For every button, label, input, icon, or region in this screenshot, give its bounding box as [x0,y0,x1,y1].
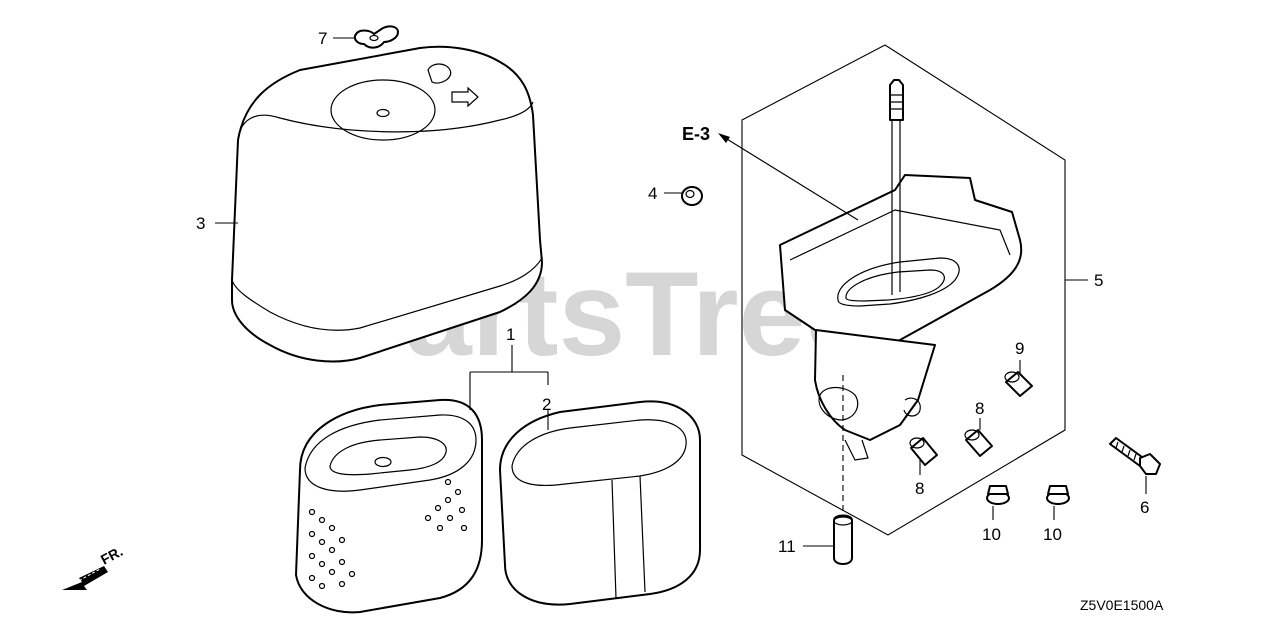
flange-bolt[interactable] [1109,437,1161,475]
wing-nut[interactable] [353,25,399,49]
flange-nut-10b[interactable] [1046,485,1070,505]
callout-1: 1 [506,325,515,344]
callout-1-bracket [469,345,549,430]
elbow-assembly-group-box [741,44,1066,536]
air-cleaner-cover[interactable] [231,45,543,363]
nut[interactable] [681,186,703,206]
air-cleaner-elbow[interactable] [779,174,1023,461]
outer-foam-element[interactable] [499,400,701,606]
collar-8a[interactable] [964,429,993,457]
leader-lines [215,37,1147,547]
callout-9: 9 [1015,339,1024,358]
callout-10b: 10 [1043,525,1062,544]
collar-8b[interactable] [909,437,938,466]
front-direction-arrow-icon [62,566,108,590]
reference-leader [718,133,859,221]
element-perforations [308,478,468,590]
callout-5: 5 [1094,271,1103,290]
callout-11: 11 [778,537,796,556]
callout-6: 6 [1140,498,1149,517]
callout-8a: 8 [975,399,984,418]
callout-8b: 8 [915,479,924,498]
drain-tube[interactable] [833,375,853,565]
callout-4: 4 [648,184,657,203]
diagram-code: Z5V0E1500A [1080,597,1164,613]
callout-2: 2 [542,395,551,414]
stud-rod[interactable] [889,79,904,295]
callout-3: 3 [196,214,205,233]
air-cleaner-element[interactable] [295,398,483,614]
reference-label[interactable]: E-3 [682,124,710,144]
callout-7: 7 [318,29,327,48]
callout-10a: 10 [982,525,1001,544]
flange-nut-10a[interactable] [986,485,1010,505]
front-marker-label: FR. [98,543,125,568]
collar-9[interactable] [1004,371,1033,397]
